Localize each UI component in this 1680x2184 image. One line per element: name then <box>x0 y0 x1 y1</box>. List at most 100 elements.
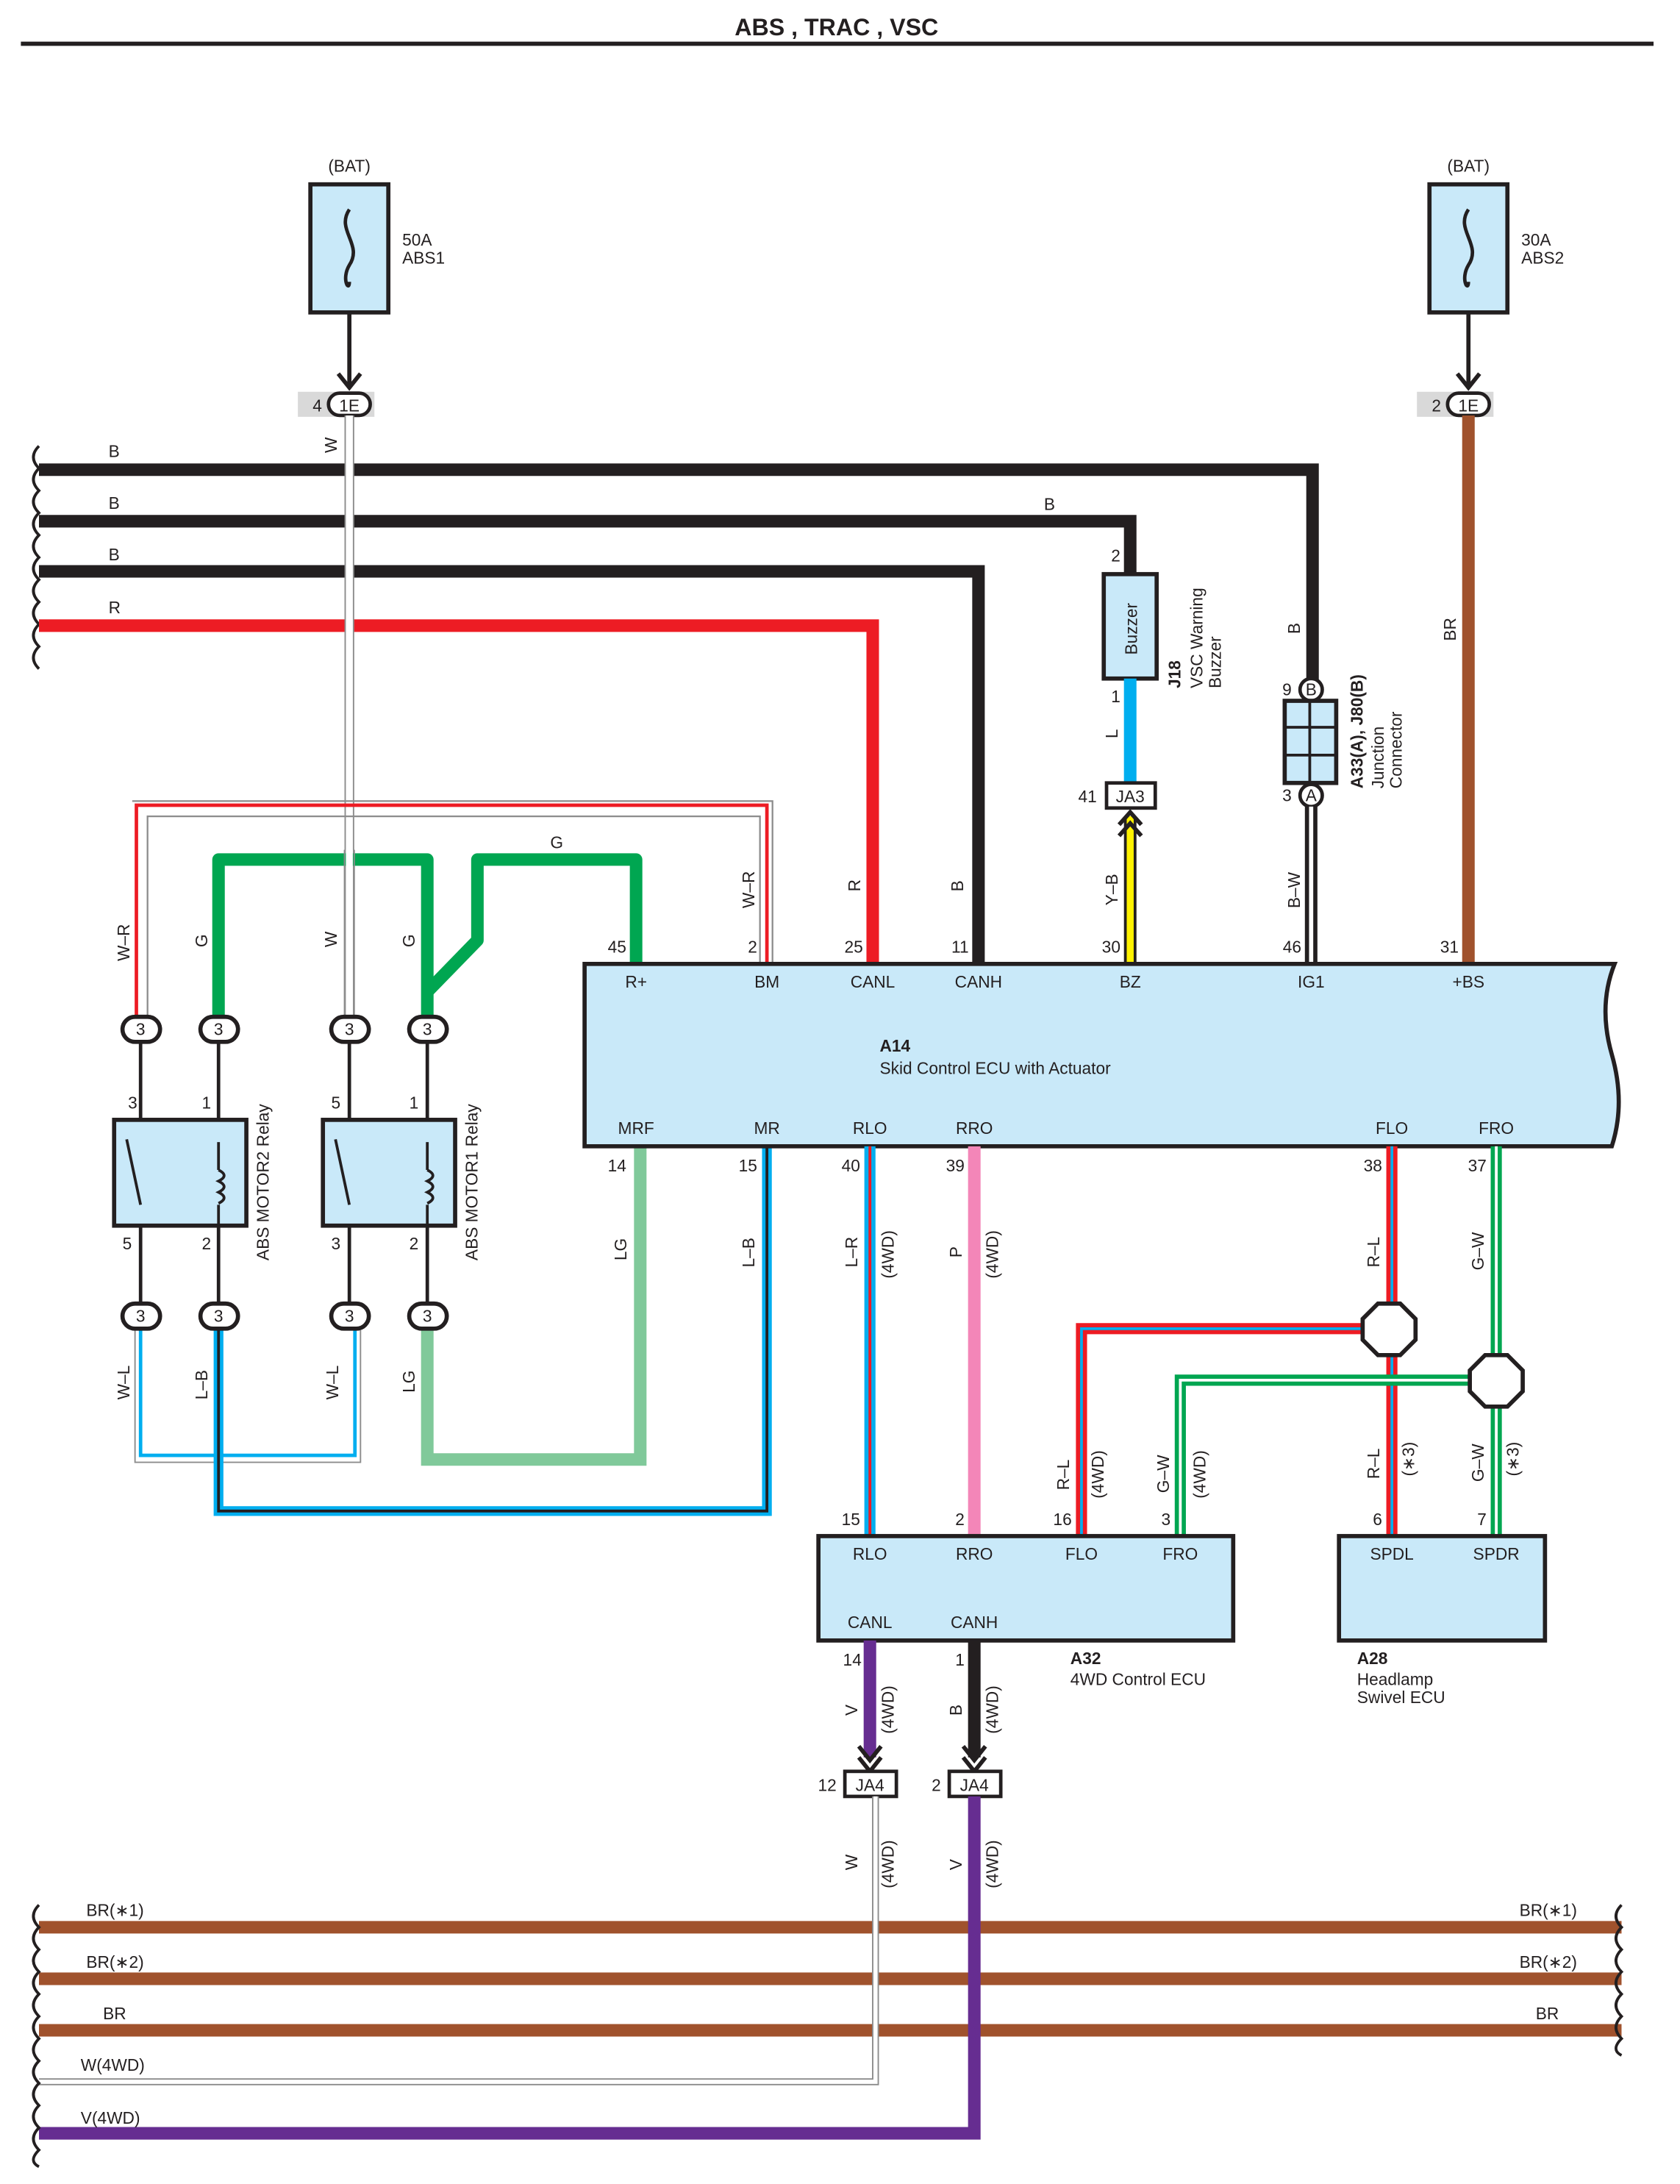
pin-number: 1 <box>955 1650 965 1669</box>
pin-number: 38 <box>1364 1156 1382 1175</box>
wire-label: LG <box>399 1371 418 1393</box>
pin-number: 45 <box>608 938 626 957</box>
wire-g <box>212 853 434 1017</box>
connector-3: 3 <box>407 1014 449 1044</box>
junction-grid <box>1284 701 1337 783</box>
connector-name: JA4 <box>960 1775 989 1794</box>
wire-label: L–B <box>739 1238 758 1267</box>
pin-number: 14 <box>843 1650 862 1669</box>
bus-label: V(4WD) <box>81 2108 140 2127</box>
pin-number: 1 <box>410 1093 419 1113</box>
bus-break-bottom-right <box>1615 1904 1624 2057</box>
wire-w-r-edge <box>146 816 761 1017</box>
page-title: ABS , TRAC , VSC <box>734 14 938 40</box>
connector-label: 3 <box>345 1019 354 1038</box>
wire-label: W <box>842 1854 861 1870</box>
component-name: VSC Warning <box>1187 588 1207 688</box>
wire-note: (∗3) <box>1398 1442 1418 1477</box>
ecu-a32 <box>816 1534 1236 1643</box>
wire-label: B–W <box>1284 871 1304 908</box>
pin-number: 2 <box>932 1775 941 1794</box>
pin-number: 2 <box>1111 546 1120 565</box>
pin-number: 31 <box>1440 938 1459 957</box>
pin-number: 2 <box>1431 396 1441 415</box>
bus-label: BR(∗1) <box>1520 1901 1577 1920</box>
pin-number: 7 <box>1477 1510 1487 1529</box>
wire-r-canl <box>39 619 879 964</box>
fuse-rating: 30A <box>1521 230 1551 249</box>
component-code: J18 <box>1165 660 1184 688</box>
connector-label: 3 <box>214 1306 224 1325</box>
fuse-icon <box>1462 208 1474 288</box>
wire-label: BR <box>1440 618 1459 641</box>
wire-label: LG <box>611 1238 630 1260</box>
connector-name: JA3 <box>1116 787 1145 806</box>
wire-label: G–W <box>1154 1455 1173 1493</box>
pin-number: 15 <box>739 1156 757 1175</box>
wire-w-overlap-edge <box>343 849 355 1017</box>
wire-label: G–W <box>1468 1443 1487 1482</box>
wire-w-4wd-core <box>39 1796 878 2084</box>
arrow-up-icon <box>1117 809 1143 838</box>
terminal-name: FRO <box>1162 1544 1198 1563</box>
wire-w-4wd <box>39 1796 879 2085</box>
wire-label: R <box>845 879 864 891</box>
pin-number: 15 <box>842 1510 860 1529</box>
pin-number: 37 <box>1468 1156 1487 1175</box>
wire-w-r-edge <box>132 800 773 964</box>
pin-number: 46 <box>1283 938 1301 957</box>
terminal-name: +BS <box>1452 972 1484 991</box>
fuse-source-label: (BAT) <box>1447 157 1490 176</box>
wire-l-b-stripe <box>217 1146 769 1513</box>
switch-icon <box>334 1138 429 1226</box>
wire-r-l-branch-stripe <box>1080 1327 1390 1536</box>
wire-note: (∗3) <box>1503 1442 1522 1477</box>
bus-label: BR <box>103 2004 126 2023</box>
connector-ja4 <box>843 1769 898 1799</box>
component-code: A14 <box>879 1036 910 1055</box>
wire-label: V <box>842 1704 861 1716</box>
fuse-source-label: (BAT) <box>328 157 371 176</box>
arrow-down-icon <box>336 372 362 391</box>
coil-icon <box>423 1168 435 1205</box>
wire-label: B <box>946 1705 965 1716</box>
bus-label: BR(∗1) <box>86 1901 143 1920</box>
fuse-abs1 <box>308 182 391 315</box>
terminal-name: SPDR <box>1473 1544 1520 1563</box>
bus-label: B <box>109 442 120 461</box>
wire-b-junction <box>39 463 1319 680</box>
connector-3: 3 <box>198 1014 240 1044</box>
wire-note: (4WD) <box>878 1685 897 1734</box>
wire-w-r <box>135 803 769 1017</box>
terminal-name: RRO <box>956 1118 993 1138</box>
wire-label: L–R <box>842 1237 861 1268</box>
wire-label: W–L <box>323 1366 342 1400</box>
wire-br-bus <box>39 1921 1622 2037</box>
buzzer-label: Buzzer <box>1122 602 1141 654</box>
pin-number: 2 <box>202 1234 212 1253</box>
terminal-name: R+ <box>625 972 647 991</box>
fuse-abs2 <box>1427 182 1510 315</box>
connector-3: 3 <box>120 1014 162 1044</box>
terminal-name: CANH <box>951 1613 998 1632</box>
pin-letter: B <box>1306 679 1317 699</box>
arrow-down-icon <box>857 1744 987 1775</box>
connector-name: 1E <box>339 396 360 415</box>
wire-label: V <box>946 1858 965 1870</box>
component-name: Headlamp <box>1357 1669 1433 1688</box>
coil-icon <box>215 1168 226 1205</box>
wire-label: R–L <box>1364 1449 1383 1480</box>
component-name: Swivel ECU <box>1357 1688 1445 1707</box>
pin-number: 9 <box>1282 679 1292 699</box>
terminal-name: BZ <box>1120 972 1141 991</box>
pin-number: 1 <box>202 1093 212 1113</box>
component-name: Junction <box>1368 727 1387 789</box>
wire-label: R–L <box>1364 1237 1383 1268</box>
connector-label: 3 <box>136 1019 146 1038</box>
bus-label: BR(∗2) <box>1520 1952 1577 1971</box>
pin-number: 2 <box>955 1510 965 1529</box>
wire-label: B <box>948 880 967 891</box>
